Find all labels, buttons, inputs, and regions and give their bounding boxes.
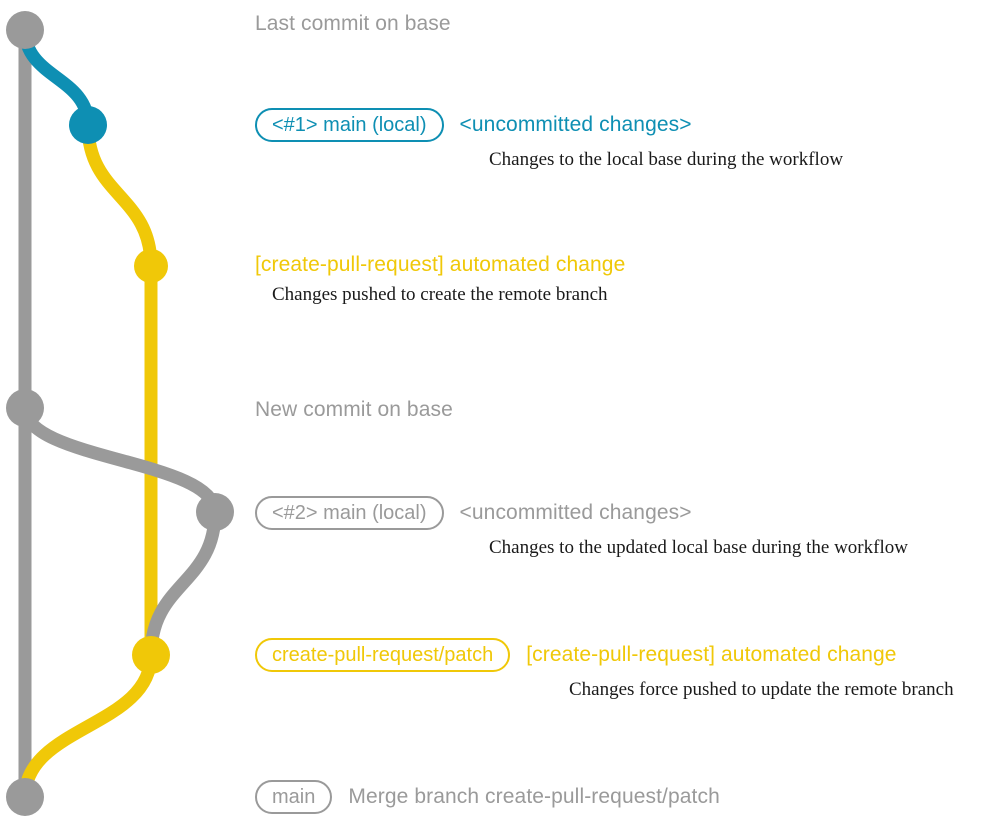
row-local-commit-1: <#1> main (local) <uncommitted changes> …	[255, 108, 843, 171]
headline-line: create-pull-request/patch [create-pull-r…	[255, 638, 954, 672]
branch-pill-local-1[interactable]: <#1> main (local)	[255, 108, 444, 142]
branch-pill-local-2[interactable]: <#2> main (local)	[255, 496, 444, 530]
row-automated-change-1: [create-pull-request] automated change C…	[255, 253, 625, 306]
commit-caption: Last commit on base	[255, 12, 451, 35]
graph-nodes	[6, 11, 234, 816]
node-base-head[interactable]	[6, 11, 44, 49]
edge-local2-to-patch2	[144, 505, 222, 662]
node-base-new[interactable]	[6, 389, 44, 427]
commit-caption: New commit on base	[255, 398, 453, 421]
commit-headline: <uncommitted changes>	[459, 501, 692, 524]
row-automated-change-2: create-pull-request/patch [create-pull-r…	[255, 638, 954, 701]
node-patch-2[interactable]	[132, 636, 170, 674]
headline-line: [create-pull-request] automated change	[255, 253, 625, 277]
headline-line: <#2> main (local) <uncommitted changes>	[255, 496, 908, 530]
commit-description: Changes to the local base during the wor…	[489, 149, 844, 170]
branch-pill-main[interactable]: main	[255, 780, 333, 814]
row-merge-commit: main Merge branch create-pull-request/pa…	[255, 780, 720, 814]
row-local-commit-2: <#2> main (local) <uncommitted changes> …	[255, 496, 908, 559]
edge-local1-to-patch1	[81, 118, 158, 273]
row-new-commit-on-base: New commit on base	[255, 398, 453, 422]
commit-description: Changes to the updated local base during…	[489, 537, 908, 558]
edge-basenew-to-local2	[18, 401, 222, 519]
headline-line: main Merge branch create-pull-request/pa…	[255, 780, 720, 814]
commit-headline: Merge branch create-pull-request/patch	[348, 785, 720, 808]
headline-line: <#1> main (local) <uncommitted changes>	[255, 108, 843, 142]
node-local-1[interactable]	[69, 106, 107, 144]
node-local-2[interactable]	[196, 493, 234, 531]
row-last-commit-on-base: Last commit on base	[255, 12, 451, 36]
node-patch-1[interactable]	[134, 249, 168, 283]
commit-headline: [create-pull-request] automated change	[255, 253, 626, 276]
commit-description: Changes pushed to create the remote bran…	[272, 284, 608, 305]
branch-pill-patch[interactable]: create-pull-request/patch	[255, 638, 511, 672]
commit-headline: [create-pull-request] automated change	[526, 643, 897, 666]
commit-description: Changes force pushed to update the remot…	[569, 679, 954, 700]
node-base-merge[interactable]	[6, 778, 44, 816]
commit-headline: <uncommitted changes>	[459, 113, 692, 136]
edge-patch2-to-merge	[18, 648, 158, 804]
